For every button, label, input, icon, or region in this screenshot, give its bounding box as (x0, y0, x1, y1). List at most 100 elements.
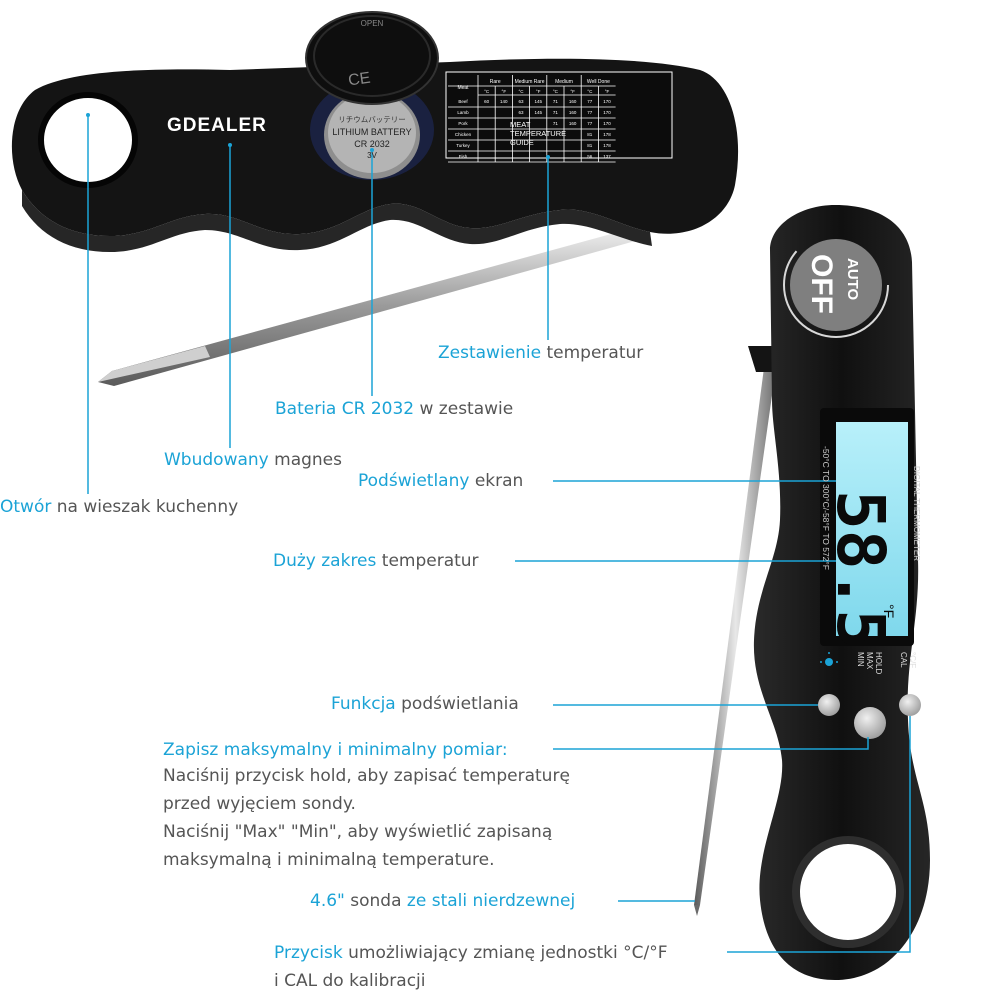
backlight-icon (820, 652, 838, 666)
caption-ekran-rest: ekran (469, 471, 524, 491)
caption-zakres: Duży zakres temperatur (273, 551, 479, 571)
caption-przycisk-rest: umożliwiający zmianę jednostki °C/°F (342, 943, 668, 963)
guide-cell: 170 (603, 99, 611, 104)
cap-open-text: OPEN (361, 19, 384, 28)
guide-unit: °F (536, 89, 541, 94)
open-thermometer (694, 205, 930, 980)
guide-cell: 77 (587, 110, 593, 115)
caption-otwor-highlight: Otwór (0, 497, 52, 517)
caption-funkcja-rest: podświetlania (395, 694, 519, 714)
lcd-unit: °F (881, 604, 897, 618)
caption-funkcja-highlight: Funkcja (331, 694, 396, 714)
lcd-screen (836, 422, 908, 636)
caption-magnes-rest: magnes (268, 450, 342, 470)
guide-unit: °F (605, 89, 610, 94)
caption-magnes-highlight: Wbudowany (164, 450, 269, 470)
off-text: OFF (805, 254, 838, 314)
guide-cell: 160 (569, 121, 577, 126)
caption-przycisk-highlight: Przycisk (274, 943, 343, 963)
guide-unit: °F (502, 89, 507, 94)
auto-text: AUTO (844, 258, 861, 301)
range-label: -50°C TO 300°C/-58°F TO 572°F (821, 446, 831, 570)
caption-zapisz-line-2: przed wyjęciem sondy. (163, 794, 356, 814)
side-label: DIGITAL THERMOMETER (912, 466, 921, 561)
guide-cell: 170 (603, 110, 611, 115)
guide-header-2: Medium Rare (515, 79, 545, 85)
caption-zapisz-highlight: Zapisz maksymalny i minimalny pomiar: (163, 740, 508, 760)
guide-cell: 60 (484, 99, 490, 104)
guide-cell: 71 (553, 110, 559, 115)
guide-cell: 71 (553, 99, 559, 104)
unit-cal-button[interactable] (899, 694, 921, 716)
caption-bateria-rest: w zestawie (414, 399, 514, 419)
hang-hole-bottom (792, 836, 904, 948)
guide-row-name: Lamb (457, 110, 469, 115)
hold-max-min-button[interactable] (854, 707, 886, 739)
guide-cell: 145 (534, 99, 542, 104)
caption-zapisz-heading: Zapisz maksymalny i minimalny pomiar: (163, 740, 508, 760)
caption-zapisz-body: Naciśnij przycisk hold, aby zapisać temp… (163, 762, 570, 874)
guide-header-3: Medium (555, 79, 573, 85)
guide-cell: 81 (587, 143, 593, 148)
guide-cell: 140 (500, 99, 508, 104)
caption-zakres-rest: temperatur (376, 551, 479, 571)
guide-row-name: Chicken (455, 132, 472, 137)
guide-row-name: Beef (458, 99, 468, 104)
caption-zestawienie: Zestawienie temperatur (438, 343, 643, 363)
ce-mark: CE (347, 70, 371, 90)
guide-cell: 56 (587, 154, 593, 159)
caption-sonda-size: 4.6" (310, 891, 345, 911)
label-min: MIN (856, 652, 865, 667)
battery-line3: 3V (367, 151, 377, 160)
brand-logo: GDEALER (167, 115, 267, 136)
guide-cell: 160 (569, 110, 577, 115)
guide-row-name: Fish (459, 154, 468, 159)
label-cal: CAL (899, 652, 908, 668)
caption-przycisk: Przycisk umożliwiający zmianę jednostki … (274, 943, 668, 963)
guide-cell: 77 (587, 121, 593, 126)
guide-cell: 178 (603, 143, 611, 148)
battery-line1: LITHIUM BATTERY (332, 127, 411, 137)
guide-unit: °C (484, 89, 490, 94)
caption-bateria-highlight: Bateria CR 2032 (275, 399, 415, 419)
guide-cell: 81 (587, 132, 593, 137)
guide-header-4: Well Done (587, 79, 610, 85)
battery-line2: CR 2032 (354, 139, 390, 149)
caption-ekran-highlight: Podświetlany (358, 471, 470, 491)
probe-vertical (694, 360, 777, 905)
guide-cell: 137 (603, 154, 611, 159)
guide-cell: 63 (518, 110, 524, 115)
leader-zapisz (553, 737, 869, 750)
caption-zestawienie-rest: temperatur (541, 343, 644, 363)
backlight-button[interactable] (818, 694, 840, 716)
guide-cell: 160 (569, 99, 577, 104)
guide-cell: 178 (603, 132, 611, 137)
guide-title-line: MEAT (510, 120, 531, 129)
leader-przycisk (727, 716, 911, 953)
caption-zapisz-line-1: Naciśnij przycisk hold, aby zapisać temp… (163, 766, 570, 786)
caption-przycisk-line2: i CAL do kalibracji (274, 971, 426, 991)
guide-cell: 170 (603, 121, 611, 126)
guide-unit: °C (518, 89, 524, 94)
label-hold: HOLD (874, 652, 883, 674)
guide-cell: 77 (587, 99, 593, 104)
caption-zakres-highlight: Duży zakres (273, 551, 377, 571)
guide-header-meat: Meat (457, 85, 469, 91)
guide-title-line: TEMPERATURE (510, 129, 566, 138)
guide-cell: 63 (518, 99, 524, 104)
label-cf: °C/F (908, 652, 917, 668)
caption-magnes: Wbudowany magnes (164, 450, 342, 470)
leader-lines (87, 115, 911, 953)
caption-otwor: Otwór na wieszak kuchenny (0, 497, 238, 517)
guide-row-name: Pork (458, 121, 468, 126)
caption-bateria: Bateria CR 2032 w zestawie (275, 399, 513, 419)
guide-unit: °C (587, 89, 593, 94)
battery-cap (305, 11, 439, 105)
guide-cell: 145 (534, 110, 542, 115)
caption-sonda-plain: sonda (344, 891, 407, 911)
guide-title-line: GUIDE (510, 138, 534, 147)
